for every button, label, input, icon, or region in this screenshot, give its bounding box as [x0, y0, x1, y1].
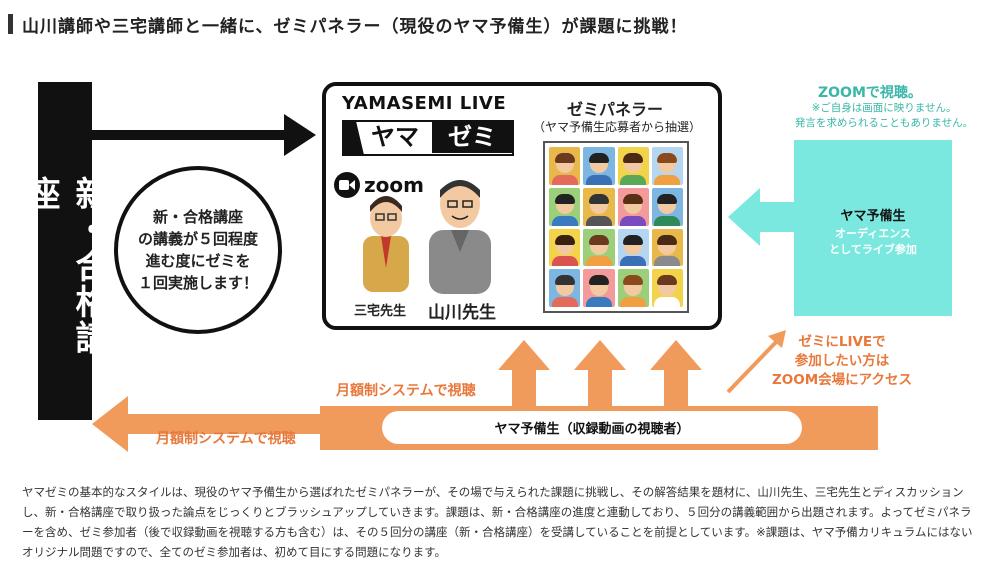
- paneler-avatar: [549, 269, 581, 307]
- black-arrow-shaft: [92, 130, 292, 140]
- panelers-subtitle: （ヤマ予備生応募者から抽選）: [532, 120, 701, 134]
- orange-diagonal-arrow: [726, 338, 780, 394]
- logo-yama: ヤマ: [371, 123, 419, 151]
- paneler-avatar: [617, 187, 649, 226]
- teal-arrow-shaft: [758, 202, 796, 232]
- paneler-avatar: [583, 228, 615, 267]
- schedule-circle: 新・合格講座 の講義が５回程度 進む度にゼミを １回実施します！: [114, 166, 282, 334]
- panelers-title: ゼミパネラー: [566, 100, 663, 119]
- zoom-viewing-title: ZOOMで視聴。: [818, 85, 922, 101]
- heading-marker: [8, 14, 13, 34]
- panelers-grid: [543, 141, 689, 313]
- paneler-avatar: [617, 147, 649, 185]
- circle-line-3: 進む度にゼミを: [145, 252, 251, 270]
- orange-up-arrow-2: [574, 340, 626, 406]
- paneler-avatar: [549, 147, 581, 185]
- circle-line-4: １回実施します！: [137, 274, 258, 292]
- audience-box: [794, 140, 952, 316]
- monthly-system-label-lower: 月額制システムで視聴: [156, 431, 296, 447]
- audience-sub-line-1: オーディエンス: [834, 227, 911, 240]
- zoom-logo: zoom: [334, 172, 424, 198]
- orange-up-arrow-1: [498, 340, 550, 406]
- live-access-line-3: ZOOM会場にアクセス: [772, 372, 913, 388]
- monthly-system-label-upper: 月額制システムで視聴: [336, 383, 476, 399]
- zoom-note-line-1: ※ご自身は画面に映りません。: [811, 102, 957, 114]
- zoom-camera-icon: [334, 172, 360, 198]
- orange-up-arrow-3: [650, 340, 702, 406]
- paneler-avatar: [617, 228, 649, 267]
- paneler-avatar: [651, 228, 683, 267]
- paneler-avatar: [583, 147, 615, 185]
- black-arrow-head: [284, 114, 316, 156]
- teacher-yamakawa-label: 山川先生: [428, 303, 496, 323]
- paneler-avatar: [583, 187, 615, 226]
- zoom-logo-text: zoom: [364, 173, 424, 197]
- paneler-avatar: [549, 228, 581, 267]
- orange-diagonal-arrow-head: [768, 330, 786, 348]
- page-heading: 山川講師や三宅講師と一緒に、ゼミパネラー（現役のヤマ予備生）が課題に挑戦！: [22, 17, 688, 37]
- teacher-miyake-label: 三宅先生: [354, 304, 407, 319]
- teal-arrow-head: [728, 188, 760, 246]
- teachers-illustration: [363, 180, 491, 294]
- paneler-avatar: [651, 147, 683, 185]
- paneler-avatar: [617, 269, 649, 307]
- description-text: ヤマゼミの基本的なスタイルは、現役のヤマ予備生から選ばれたゼミパネラーが、その場…: [22, 485, 973, 559]
- audience-sub-line-2: としてライブ参加: [829, 243, 917, 256]
- live-access-line-2: 参加したい方は: [794, 353, 890, 369]
- zoom-note: ※ご自身は画面に映りません。 発言を求められることもありません。: [784, 101, 984, 131]
- yamakawa-figure: [429, 180, 491, 294]
- circle-line-2: の講義が５回程度: [137, 230, 258, 248]
- miyake-figure: [363, 196, 409, 292]
- paneler-avatar: [651, 187, 683, 226]
- orange-left-arrow-head: [92, 396, 128, 452]
- paneler-avatar: [651, 269, 683, 307]
- paneler-avatar: [549, 187, 581, 226]
- orange-left-arrow-shaft: [124, 414, 322, 434]
- audience-title: ヤマ予備生: [840, 209, 906, 224]
- zoom-note-line-2: 発言を求められることもありません。: [794, 117, 974, 129]
- live-access-label: ゼミにLIVEで 参加したい方は ZOOM会場にアクセス: [772, 333, 912, 390]
- shin-goukaku-bar: [38, 82, 92, 420]
- paneler-avatar: [583, 269, 615, 307]
- recorded-viewers-pill: ヤマ予備生（収録動画の視聴者）: [382, 411, 802, 444]
- circle-line-1: 新・合格講座: [152, 208, 243, 226]
- audience-subtitle: オーディエンス としてライブ参加: [794, 226, 952, 258]
- logo-zemi: ゼミ: [432, 121, 512, 153]
- live-access-line-1: ゼミにLIVEで: [798, 334, 886, 350]
- yamasemi-live-title: YAMASEMI LIVE: [342, 93, 507, 114]
